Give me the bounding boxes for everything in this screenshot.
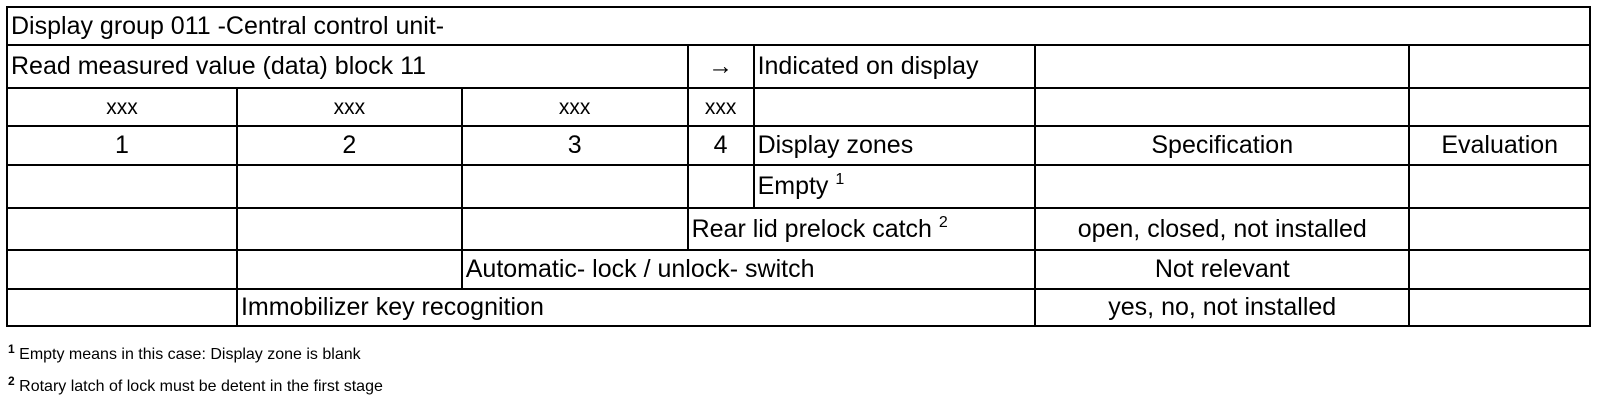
- row-label-text: Rear lid prelock catch: [691, 214, 932, 243]
- block-label: Read measured value (data) block 11: [6, 44, 689, 89]
- zone-3-header: 3: [460, 125, 689, 166]
- indicated-on-display-label: Indicated on display: [752, 44, 1037, 89]
- row-label-text: Empty: [757, 172, 829, 200]
- footnote-mark: 2: [938, 213, 948, 231]
- empty-cell: [686, 164, 755, 209]
- footnote: 1 Empty means in this case: Display zone…: [8, 343, 361, 364]
- table-title: Display group 011 -Central control unit-: [6, 6, 1591, 46]
- empty-cell: [6, 207, 238, 251]
- row-evaluation: [1408, 164, 1591, 209]
- row-evaluation: [1408, 207, 1591, 251]
- evaluation-header: Evaluation: [1408, 125, 1591, 166]
- measured-value-table: Display group 011 -Central control unit-…: [6, 6, 1591, 327]
- row-specification: [1034, 164, 1411, 209]
- table-row: Immobilizer key recognition yes, no, not…: [6, 288, 1591, 327]
- header-row: 1 2 3 4 Display zones Specification Eval…: [6, 125, 1591, 166]
- footnote-mark: 1: [835, 171, 845, 188]
- empty-cell: [6, 288, 238, 327]
- row-specification: yes, no, not installed: [1034, 288, 1411, 327]
- empty-cell: [1034, 87, 1411, 127]
- zone-1-value: xxx: [6, 87, 238, 127]
- zone-1-header: 1: [6, 125, 238, 166]
- title-row: Display group 011 -Central control unit-: [6, 6, 1591, 46]
- table-row: Automatic- lock / unlock- switch Not rel…: [6, 249, 1591, 290]
- empty-cell: [752, 87, 1037, 127]
- empty-cell: [460, 207, 689, 251]
- row-label: Empty 1: [752, 164, 1037, 209]
- footnote-text: Empty means in this case: Display zone i…: [19, 346, 361, 363]
- empty-cell: [460, 164, 689, 209]
- empty-cell: [6, 164, 238, 209]
- row-label: Automatic- lock / unlock- switch: [460, 249, 1037, 290]
- specification-header: Specification: [1034, 125, 1411, 166]
- xxx-row: xxx xxx xxx xxx: [6, 87, 1591, 127]
- empty-cell: [1408, 87, 1591, 127]
- footnote-text: Rotary latch of lock must be detent in t…: [19, 378, 383, 395]
- row-label: Immobilizer key recognition: [235, 288, 1037, 327]
- empty-cell: [1408, 44, 1591, 89]
- footnote-mark: 1: [8, 342, 15, 356]
- row-label: Rear lid prelock catch 2: [686, 207, 1037, 251]
- row-evaluation: [1408, 288, 1591, 327]
- display-zones-header: Display zones: [752, 125, 1037, 166]
- footnote: 2 Rotary latch of lock must be detent in…: [8, 375, 383, 396]
- zone-2-header: 2: [235, 125, 463, 166]
- zone-4-header: 4: [686, 125, 755, 166]
- empty-cell: [235, 207, 463, 251]
- arrow-icon: →: [686, 44, 755, 89]
- row-evaluation: [1408, 249, 1591, 290]
- footnote-mark: 2: [8, 374, 15, 388]
- empty-cell: [235, 249, 463, 290]
- table-row: Empty 1: [6, 164, 1591, 209]
- empty-cell: [1034, 44, 1411, 89]
- table-row: Rear lid prelock catch 2 open, closed, n…: [6, 207, 1591, 251]
- row-specification: Not relevant: [1034, 249, 1411, 290]
- zone-2-value: xxx: [235, 87, 463, 127]
- empty-cell: [6, 249, 238, 290]
- empty-cell: [235, 164, 463, 209]
- zone-4-value: xxx: [686, 87, 755, 127]
- zone-3-value: xxx: [460, 87, 689, 127]
- row-specification: open, closed, not installed: [1034, 207, 1411, 251]
- block-row: Read measured value (data) block 11 → In…: [6, 44, 1591, 89]
